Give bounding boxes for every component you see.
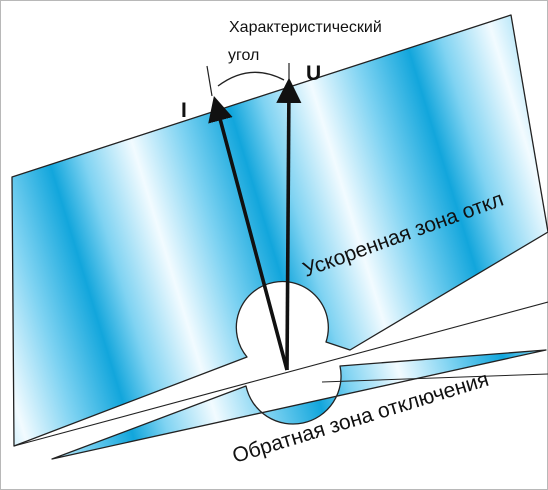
- reverse-zone-edge: [321, 373, 548, 383]
- arrow-up-right-icon: [208, 95, 289, 371]
- arrow-up-icon: [276, 77, 302, 371]
- angle-label-line2: угол: [228, 47, 259, 64]
- angle-label-line1: Характеристический: [229, 19, 382, 36]
- zone-boundary-line: [13, 301, 548, 447]
- angle-tick-left: [206, 65, 213, 97]
- voltage-vector-label: U: [306, 62, 321, 85]
- current-vector-label: I: [181, 99, 187, 122]
- arc-icon: [217, 71, 285, 87]
- fast-trip-zone: [11, 14, 548, 447]
- reverse-trip-zone: [51, 349, 547, 460]
